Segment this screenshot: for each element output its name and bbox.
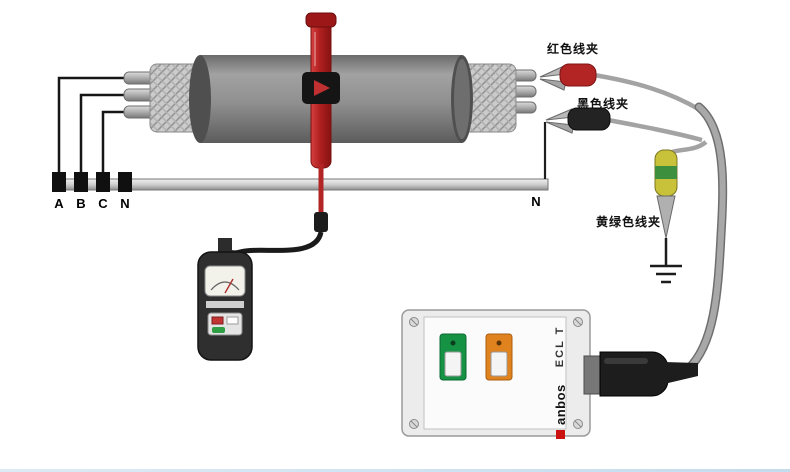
brand-name: anbos [552,384,568,425]
red-clip [539,63,702,112]
terminal-label-n: N [120,196,130,211]
phase-wires [57,76,132,176]
screw-icon [409,317,583,429]
handheld-meter [197,238,253,361]
bottom-edge [0,469,790,472]
red-clip-label: 红色线夹 [547,42,600,56]
terminal-label-a: A [54,196,64,211]
black-clip [545,107,703,143]
device-branding: anbos ECL T [551,315,569,439]
device-model: ECL T [554,325,566,368]
switch-green[interactable] [439,333,467,381]
tester-box [401,309,591,437]
clamp-lead [222,164,328,256]
power-plug [583,351,698,397]
ground-clip [654,140,708,239]
ground-symbol [650,238,682,284]
ground-clip-label: 黄绿色线夹 [596,215,662,229]
current-clamp [302,12,340,169]
terminal-label-b: B [76,196,86,211]
black-clip-label: 黑色线夹 [577,97,630,111]
bus-n-label: N [531,194,541,209]
terminal-label-c: C [98,196,108,211]
power-cord [683,102,728,374]
brand-logo-icon [555,430,565,439]
terminal-blocks [52,172,132,192]
switch-orange[interactable] [485,333,513,381]
